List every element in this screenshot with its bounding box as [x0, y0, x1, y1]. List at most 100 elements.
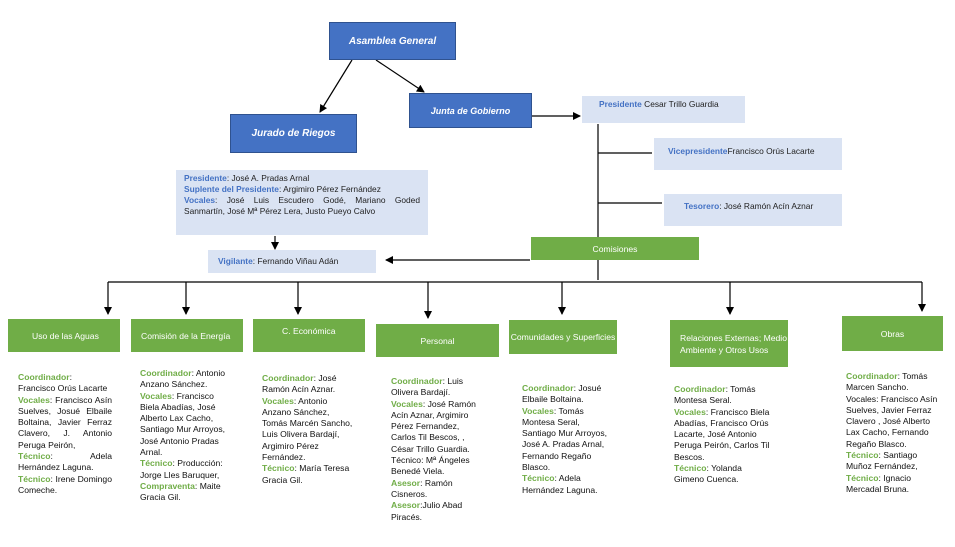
asesor-label: Asesor [391, 477, 421, 488]
vigilante-box: Vigilante: Fernando Viñau Adán [208, 250, 376, 273]
committee-desc-comunidades: Coordinador: Josué Elbaile Boltaina. Voc… [522, 383, 616, 496]
vocales-value: : Francisco Biela Abadías, Francisco Orú… [674, 406, 770, 462]
vocales-label: Vocales [391, 398, 423, 409]
jurado-riegos-label: Jurado de Riegos [251, 128, 336, 139]
vocales-line: Vocales: Francisco Asín Suelves, Javier … [846, 393, 938, 449]
vocales-label: Vocales [674, 406, 706, 417]
tecnico-value: : Santiago Muñoz Fernández, [846, 450, 918, 472]
coordinador-value: : [69, 372, 72, 382]
tecnico-label: Técnico [262, 463, 295, 474]
committee-header-economica: C. Económica [253, 319, 365, 352]
jurado-vocales-value: : José Luis Escudero Godé, Mariano Goded… [184, 195, 420, 216]
committee-desc-obras: Coordinador: Tomás Marcen Sancho. Vocale… [846, 371, 942, 495]
vocales-label: Vocales [140, 390, 172, 401]
vocales-label: Vocales [18, 394, 50, 405]
committee-header-uso-aguas: Uso de las Aguas [8, 319, 120, 352]
tecnico-value: : Ignacio Mercadal Bruna. [846, 472, 911, 494]
coordinador-value: : Luis Olivera Bardají. [391, 376, 464, 398]
committee-desc-uso-aguas: Coordinador: Francisco Orús Lacarte Voca… [18, 372, 112, 496]
coordinador-label: Coordinador [391, 376, 443, 386]
asesor-value: : Ramón Cisneros. [391, 477, 453, 499]
jurado-presidente-label: Presidente [184, 173, 227, 183]
compraventa-value: : Maite Gracia Gil. [140, 480, 221, 503]
committee-desc-relaciones: Coordinador: Tomás Montesa Seral. Vocale… [674, 384, 774, 486]
jurado-presidente-value: : José A. Pradas Arnal [226, 173, 310, 183]
vigilante-label: Vigilante [218, 256, 253, 266]
presidente-box: Presidente Cesar Trillo Guardia [582, 96, 745, 123]
jurado-suplente-value: : Argimiro Pérez Fernández [278, 184, 381, 194]
coordinador-label: Coordinador [140, 368, 192, 378]
coordinador-value: : Tomás Montesa Seral. [674, 384, 756, 406]
jurado-riegos-box: Jurado de Riegos [230, 114, 357, 153]
committee-header-personal: Personal [376, 324, 499, 357]
coordinador-value: : José Ramón Acín Aznar. [262, 373, 337, 395]
coordinador-label: Coordinador [846, 371, 898, 381]
tecnico-label: Técnico [846, 472, 879, 483]
tecnico-label: Técnico [674, 463, 707, 474]
committee-desc-energia: Coordinador: Antonio Anzano Sánchez. Voc… [140, 368, 234, 504]
committee-header-comunidades: Comunidades y Superficies [509, 320, 617, 354]
asesor-value: :Julio Abad Piracés. [391, 500, 463, 522]
committee-desc-personal: Coordinador: Luis Olivera Bardají. Vocal… [391, 376, 483, 523]
jurado-suplente-label: Suplente del Presidente [184, 184, 279, 194]
committee-title: C. Económica [282, 326, 336, 336]
asamblea-general-label: Asamblea General [348, 35, 437, 47]
vocales-value: : Francisco Biela Abadías, José Alberto … [140, 390, 226, 458]
vicepresidente-box: Vicepresidente Francisco Orús Lacarte [654, 138, 842, 170]
committee-title: Comisión de la Energía [141, 330, 231, 341]
tecnico-value: : Adela Hernández Laguna. [18, 451, 112, 473]
coordinador-value: : Josué Elbaile Boltaina. [522, 383, 602, 405]
committee-title: Personal [420, 335, 455, 346]
coordinador-label: Coordinador [18, 372, 70, 382]
coordinador-name: Francisco Orús Lacarte [18, 383, 108, 394]
tecnico-line: Técnico: Mª Ángeles Benedé Viela. [391, 455, 470, 477]
tesorero-box: Tesorero: José Ramón Acín Aznar [664, 194, 842, 226]
committee-title: Relaciones Externas; Medio Ambiente y Ot… [680, 332, 787, 355]
tecnico-value: : María Teresa Gracia Gil. [262, 463, 350, 485]
committee-title: Uso de las Aguas [32, 330, 99, 341]
vicepresidente-label: Vicepresidente [668, 146, 728, 156]
jurado-info-box: Presidente: José A. Pradas Arnal Suplent… [176, 170, 428, 235]
vocales-label: Vocales [262, 395, 294, 406]
committee-title: Obras [880, 328, 905, 339]
presidente-value: Cesar Trillo Guardia [641, 99, 719, 109]
junta-gobierno-box: Junta de Gobierno [409, 93, 532, 128]
committee-title: Comunidades y Superficies [510, 332, 616, 342]
coordinador-label: Coordinador [522, 383, 574, 393]
tesorero-value: : José Ramón Acín Aznar [719, 200, 814, 211]
asesor-label: Asesor [391, 500, 421, 511]
coordinador-value: : Antonio Anzano Sánchez. [140, 368, 226, 390]
vocales-value: : Tomás Montesa Seral, Santiago Mur Arro… [522, 405, 608, 473]
comisiones-box: Comisiones [531, 237, 699, 260]
vocales-value: : Francisco Asín Suelves, Josué Elbaile … [18, 394, 112, 450]
tecnico-label: Técnico [522, 473, 555, 484]
tecnico-value: : Producción: Jorge Lles Baruquer, [140, 458, 223, 480]
comisiones-label: Comisiones [592, 243, 638, 254]
tecnico-value: : Yolanda Gimeno Cuenca. [674, 463, 742, 485]
vocales-value: : José Ramón Acín Aznar, Argimiro Pérez … [391, 398, 476, 454]
tesorero-label: Tesorero [684, 200, 720, 211]
jurado-vocales-label: Vocales [184, 195, 216, 205]
tecnico-value: : Adela Hernández Laguna. [522, 473, 598, 495]
tecnico-label: Técnico [846, 450, 879, 461]
asamblea-general-box: Asamblea General [329, 22, 456, 60]
vicepresidente-value: Francisco Orús Lacarte [727, 146, 815, 156]
coordinador-value: : Tomás Marcen Sancho. [846, 371, 928, 393]
vocales-label: Vocales [522, 405, 554, 416]
vigilante-value: : Fernando Viñau Adán [252, 256, 339, 266]
junta-gobierno-label: Junta de Gobierno [430, 105, 511, 116]
committee-header-relaciones: Relaciones Externas; Medio Ambiente y Ot… [670, 320, 788, 367]
committee-header-energia: Comisión de la Energía [131, 319, 243, 352]
compraventa-label: Compraventa [140, 480, 195, 491]
committee-header-obras: Obras [842, 316, 943, 351]
presidente-label: Presidente [599, 99, 642, 109]
tecnico-label: Técnico [18, 451, 51, 462]
tecnico-label: Técnico [140, 458, 173, 469]
coordinador-label: Coordinador [674, 384, 726, 394]
committee-desc-economica: Coordinador: José Ramón Acín Aznar. Voca… [262, 373, 354, 486]
coordinador-label: Coordinador [262, 373, 314, 383]
vocales-value: : Antonio Anzano Sánchez, Tomás Marcén S… [262, 395, 353, 463]
tecnico-label: Técnico [18, 473, 51, 484]
tecnico-value: : Irene Domingo Comeche. [18, 473, 112, 495]
